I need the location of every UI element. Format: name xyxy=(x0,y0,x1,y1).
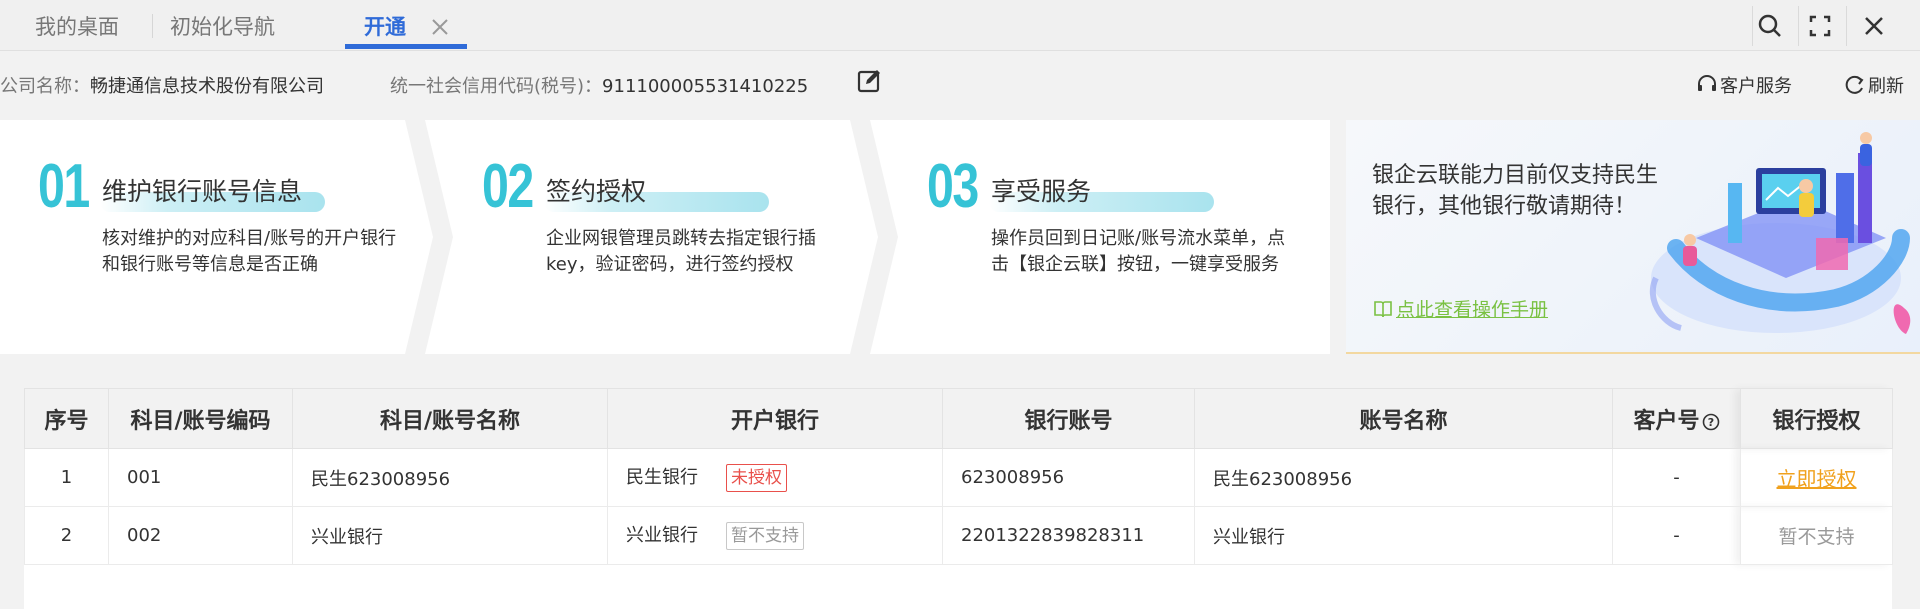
step-title-highlight xyxy=(989,192,1214,212)
column-header-account: 银行账号 xyxy=(942,388,1195,449)
step-title: 维护银行账号信息 xyxy=(102,177,303,206)
cell-authorization: 立即授权 xyxy=(1740,448,1893,507)
authorize-now-link[interactable]: 立即授权 xyxy=(1776,467,1857,491)
active-tab-indicator xyxy=(345,44,467,49)
table-header-row: 序号 科目/账号编码 科目/账号名称 开户银行 银行账号 账号名称 客户号? 银… xyxy=(24,388,1893,449)
customer-no-header-label: 客户号 xyxy=(1633,408,1700,434)
company-name-value: 畅捷通信息技术股份有限公司 xyxy=(90,76,324,97)
step-number: 03 xyxy=(927,152,979,221)
credit-code-field: 统一社会信用代码(税号)：911100005531410225 xyxy=(390,72,808,98)
window-divider xyxy=(1752,6,1753,46)
customer-service-button[interactable]: 客户服务 xyxy=(1696,72,1792,98)
setup-steps-banner: 01 维护银行账号信息 核对维护的对应科目/账号的开户银行和银行账号等信息是否正… xyxy=(0,120,1330,354)
step-title: 享受服务 xyxy=(991,177,1092,206)
manual-link[interactable]: 点此查看操作手册 xyxy=(1372,295,1548,322)
bank-promo-panel: 银企云联能力目前仅支持民生银行，其他银行敬请期待！ 点此查看操作手册 xyxy=(1346,120,1920,354)
cell-account: 2201322839828311 xyxy=(942,506,1195,565)
step-description: 企业网银管理员跳转去指定银行插key，验证密码，进行签约授权 xyxy=(546,228,816,275)
cell-bank: 民生银行 未授权 xyxy=(607,448,943,507)
cell-code: 002 xyxy=(108,506,293,565)
cell-customer-no: - xyxy=(1612,506,1741,565)
step-description: 核对维护的对应科目/账号的开户银行和银行账号等信息是否正确 xyxy=(102,228,397,275)
step-description: 操作员回到日记账/账号流水菜单，点击【银企云联】按钮，一键享受服务 xyxy=(991,228,1286,275)
step-chevron xyxy=(405,120,453,354)
maximize-icon[interactable] xyxy=(1802,8,1838,44)
customer-service-label: 客户服务 xyxy=(1720,76,1792,97)
company-info-bar: 公司名称：畅捷通信息技术股份有限公司 统一社会信用代码(税号)：91110000… xyxy=(0,52,1920,118)
credit-code-label: 统一社会信用代码(税号)： xyxy=(390,76,603,97)
column-header-name: 科目/账号名称 xyxy=(292,388,608,449)
refresh-label: 刷新 xyxy=(1868,76,1904,97)
cell-customer-no: - xyxy=(1612,448,1741,507)
search-icon[interactable] xyxy=(1752,8,1788,44)
help-icon[interactable]: ? xyxy=(1702,413,1720,431)
bank-name: 兴业银行 xyxy=(626,525,698,546)
unsupported-label: 暂不支持 xyxy=(1778,526,1855,548)
cell-seq: 2 xyxy=(24,506,109,565)
svg-text:?: ? xyxy=(1707,416,1713,429)
status-badge: 暂不支持 xyxy=(726,522,804,550)
column-header-authorization: 银行授权 xyxy=(1740,388,1893,449)
bank-name: 民生银行 xyxy=(626,467,698,488)
cell-account: 623008956 xyxy=(942,448,1195,507)
headset-icon xyxy=(1698,75,1716,91)
window-divider xyxy=(1846,6,1847,46)
window-divider xyxy=(1798,6,1799,46)
cell-bank: 兴业银行 暂不支持 xyxy=(607,506,943,565)
step-chevron xyxy=(850,120,898,354)
bank-account-table: 序号 科目/账号编码 科目/账号名称 开户银行 银行账号 账号名称 客户号? 银… xyxy=(24,388,1893,565)
cell-code: 001 xyxy=(108,448,293,507)
manual-link-label: 点此查看操作手册 xyxy=(1396,299,1549,321)
status-badge: 未授权 xyxy=(726,464,787,492)
company-name-field: 公司名称：畅捷通信息技术股份有限公司 xyxy=(0,72,324,98)
column-header-account-name: 账号名称 xyxy=(1194,388,1613,449)
tab-bar: 我的桌面 初始化导航 开通 xyxy=(0,0,1920,51)
tab-my-desktop[interactable]: 我的桌面 xyxy=(35,15,119,39)
step-number: 01 xyxy=(38,152,90,221)
column-header-customer-no: 客户号? xyxy=(1612,388,1741,449)
cell-authorization: 暂不支持 xyxy=(1740,506,1893,565)
column-header-code: 科目/账号编码 xyxy=(108,388,293,449)
edit-icon[interactable] xyxy=(857,68,883,94)
close-icon[interactable] xyxy=(1856,8,1892,44)
step-title: 签约授权 xyxy=(546,177,647,206)
cell-account-name: 兴业银行 xyxy=(1194,506,1613,565)
bank-account-table-container: 序号 科目/账号编码 科目/账号名称 开户银行 银行账号 账号名称 客户号? 银… xyxy=(24,388,1893,609)
tab-init-navigation[interactable]: 初始化导航 xyxy=(170,15,275,39)
step-number: 02 xyxy=(482,152,534,221)
tab-activation[interactable]: 开通 xyxy=(364,15,406,39)
step-title-highlight xyxy=(544,192,769,212)
promo-text: 银企云联能力目前仅支持民生银行，其他银行敬请期待！ xyxy=(1372,163,1659,219)
refresh-icon xyxy=(1845,75,1864,94)
cell-seq: 1 xyxy=(24,448,109,507)
book-icon xyxy=(1374,300,1392,317)
company-name-label: 公司名称： xyxy=(0,76,90,97)
credit-code-value: 911100005531410225 xyxy=(602,76,809,97)
cell-account-name: 民生623008956 xyxy=(1194,448,1613,507)
table-row: 1 001 民生623008956 民生银行 未授权 623008956 民生62… xyxy=(24,448,1893,507)
illustration-image xyxy=(1649,132,1911,334)
tab-close-icon[interactable] xyxy=(425,12,455,42)
column-header-seq: 序号 xyxy=(24,388,109,449)
cell-name: 民生623008956 xyxy=(292,448,608,507)
column-header-bank: 开户银行 xyxy=(607,388,943,449)
table-row: 2 002 兴业银行 兴业银行 暂不支持 2201322839828311 兴业银… xyxy=(24,506,1893,565)
refresh-button[interactable]: 刷新 xyxy=(1844,72,1904,98)
step-title-highlight xyxy=(100,192,325,212)
cell-name: 兴业银行 xyxy=(292,506,608,565)
tab-divider xyxy=(152,14,153,38)
